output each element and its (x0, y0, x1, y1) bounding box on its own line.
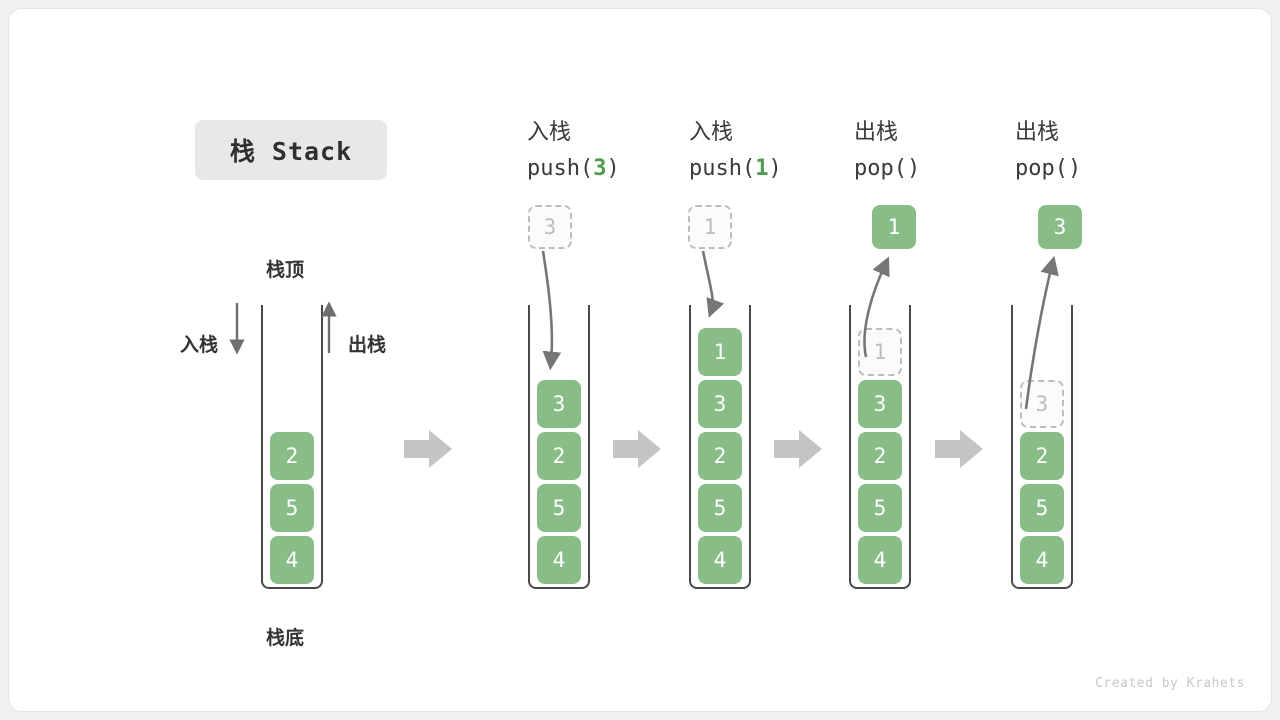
stack-cell: 4 (537, 536, 581, 584)
stack-container-pop-1 (849, 305, 911, 589)
stack-container-push-3 (528, 305, 590, 589)
column-op-code: push(1) (689, 151, 782, 187)
stack-cell: 5 (698, 484, 742, 532)
left-pop-label: 出栈 (348, 334, 387, 356)
column-op-cn: 入栈 (527, 120, 572, 145)
stack-cell: 2 (1020, 432, 1064, 480)
stack-cell: 4 (1020, 536, 1064, 584)
stack-cell: 4 (270, 536, 314, 584)
op-code-prefix: push( (527, 156, 594, 181)
column-op-code: push(3) (527, 151, 620, 187)
op-code-suffix: ) (906, 156, 921, 181)
stack-cell: 3 (858, 380, 902, 428)
op-code-prefix: pop( (1015, 156, 1068, 181)
op-code-suffix: ) (606, 156, 620, 181)
stack-cell: 5 (1020, 484, 1064, 532)
column-header-push-3: 入栈 push(3) (527, 115, 620, 187)
stack-cell: 5 (858, 484, 902, 532)
stack-bottom-label: 栈底 (266, 627, 305, 649)
floating-value-pop-3: 3 (1038, 205, 1082, 249)
stack-cell: 4 (698, 536, 742, 584)
column-header-push-1: 入栈 push(1) (689, 115, 782, 187)
stack-cell: 5 (537, 484, 581, 532)
op-code-arg: 1 (755, 156, 769, 181)
floating-value-push-1: 1 (688, 205, 732, 249)
stack-cell: 4 (858, 536, 902, 584)
transition-arrow-2 (613, 430, 661, 468)
op-code-arg: 3 (593, 156, 607, 181)
column-op-cn: 入栈 (689, 120, 734, 145)
stack-cell: 3 (698, 380, 742, 428)
credit-text: Created by Krahets (1095, 676, 1245, 691)
stack-container-pop-3 (1011, 305, 1073, 589)
op-code-suffix: ) (1067, 156, 1082, 181)
column-op-cn: 出栈 (854, 120, 899, 145)
stack-cell: 2 (270, 432, 314, 480)
column-op-cn: 出栈 (1015, 120, 1060, 145)
stack-cell: 2 (537, 432, 581, 480)
op-code-suffix: ) (768, 156, 782, 181)
diagram-title-chip: 栈 Stack (195, 120, 387, 180)
floating-value-pop-1: 1 (872, 205, 916, 249)
diagram-card: 栈 Stack 栈顶 栈底 入栈 出栈 2 5 4 入栈 push(3) 3 3… (8, 8, 1272, 712)
stack-container-reference (261, 305, 323, 589)
left-push-label: 入栈 (180, 334, 219, 356)
op-code-prefix: push( (689, 156, 756, 181)
arrows-overlay (229, 250, 1059, 468)
stack-cell: 2 (858, 432, 902, 480)
page-title: 栈 Stack (229, 137, 353, 166)
column-op-code: pop() (854, 151, 920, 187)
stack-cell: 1 (698, 328, 742, 376)
column-header-pop-1: 出栈 pop() (854, 115, 920, 187)
transition-arrow-4 (935, 430, 983, 468)
stack-cell-ghost: 3 (1020, 380, 1064, 428)
floating-value-push-3: 3 (528, 205, 572, 249)
column-header-pop-3: 出栈 pop() (1015, 115, 1081, 187)
stack-top-label: 栈顶 (266, 259, 305, 281)
stack-cell: 3 (537, 380, 581, 428)
stack-cell-ghost: 1 (858, 328, 902, 376)
transition-arrow-1 (404, 430, 452, 468)
stack-cell: 2 (698, 432, 742, 480)
stack-container-push-1 (689, 305, 751, 589)
push-1-curve-arrow (701, 250, 725, 318)
op-code-prefix: pop( (854, 156, 907, 181)
transition-arrow-3 (774, 430, 822, 468)
stack-cell: 5 (270, 484, 314, 532)
column-op-code: pop() (1015, 151, 1081, 187)
